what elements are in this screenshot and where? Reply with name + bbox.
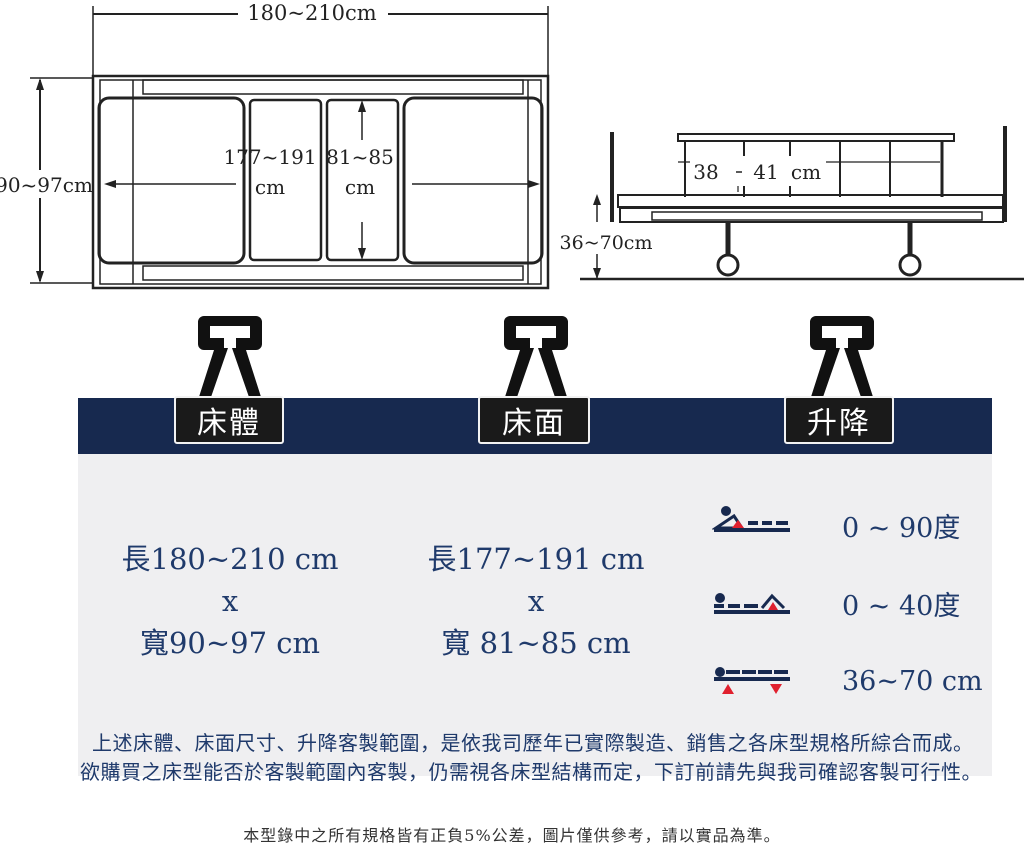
surface-times: x <box>527 584 545 618</box>
mattress-width-unit: cm <box>345 175 375 199</box>
binder-clip-icon <box>198 316 262 400</box>
rail-height-unit: cm <box>791 160 821 184</box>
binder-clip-icon <box>504 316 568 400</box>
mattress-width-label: 81~85 <box>326 145 394 169</box>
rail-height-min: 38 <box>693 160 718 184</box>
height-adjust-icon <box>714 667 790 694</box>
surface-spec: 長177~191 cm x 寬 81~85 cm <box>426 538 646 664</box>
lift-range-label: 36~70cm <box>560 232 653 254</box>
knee-raise-range: 0 ~ 40度 <box>842 591 961 622</box>
footer-disclaimer: 本型錄中之所有規格皆有正負5%公差，圖片僅供參考，請以實品為準。 <box>243 826 781 845</box>
tab-surface: 床面 <box>478 396 590 444</box>
knee-raise-icon <box>714 593 790 614</box>
back-raise-range: 0 ~ 90度 <box>842 513 961 544</box>
mattress-length-label: 177~191 <box>223 145 316 169</box>
frame-length: 長180~210 cm <box>121 542 339 576</box>
spec-panel <box>78 454 992 776</box>
frame-width: 寬90~97 cm <box>139 626 321 660</box>
surface-width: 寬 81~85 cm <box>441 626 631 660</box>
bed-top-view <box>30 6 550 290</box>
tab-frame: 床體 <box>174 396 284 444</box>
mattress-length-unit: cm <box>255 175 285 199</box>
bed-side-view <box>580 126 1024 281</box>
binder-clip-icon <box>810 316 874 400</box>
bed-dimension-diagrams: 180~210cm 90~97cm 177~191 cm 81~85 cm <box>0 1 1024 290</box>
back-raise-icon <box>712 506 790 532</box>
note-line-2: 欲購買之床型能否於客製範圍內客製，仍需視各床型結構而定，下訂前請先與我司確認客製… <box>80 760 982 784</box>
tab-lift: 升降 <box>784 396 894 444</box>
overall-length-label: 180~210cm <box>247 1 377 25</box>
rail-height-max: 41 <box>753 160 778 184</box>
frame-times: x <box>221 584 239 618</box>
overall-width-label: 90~97cm <box>0 173 93 197</box>
height-range: 36~70 cm <box>842 666 983 697</box>
surface-length: 長177~191 cm <box>427 542 645 576</box>
frame-spec: 長180~210 cm x 寬90~97 cm <box>120 538 340 664</box>
note-line-1: 上述床體、床面尺寸、升降客製範圍，是依我司歷年已實際製造、銷售之各床型規格所綜合… <box>92 731 974 755</box>
